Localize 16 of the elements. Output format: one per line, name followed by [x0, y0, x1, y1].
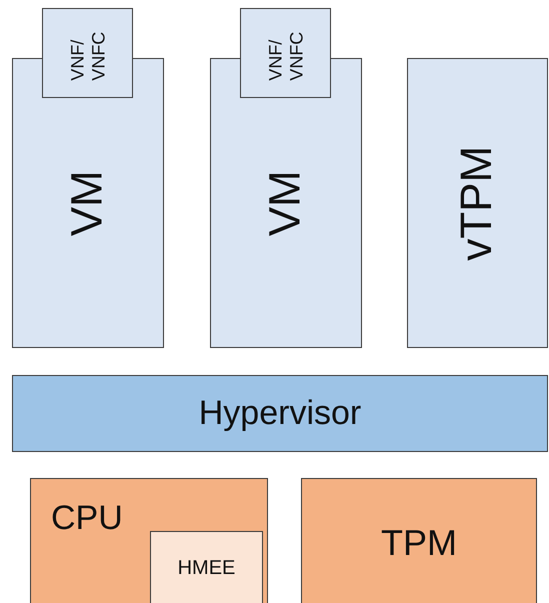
- hmee-box: [150, 531, 263, 603]
- box-label: Hypervisor: [198, 394, 362, 434]
- box-label: VM: [62, 170, 113, 236]
- hardware-box: [30, 478, 268, 603]
- vnf-box: [42, 8, 133, 98]
- vm-box: [407, 58, 548, 348]
- hardware-box: [301, 478, 537, 603]
- box-label: VNF/ VNFC: [66, 31, 108, 81]
- box-label: TPM: [381, 522, 457, 564]
- box-label: HMEE: [178, 557, 236, 580]
- box-label: VNF/ VNFC: [264, 31, 306, 81]
- box-label: vTPM: [452, 146, 502, 260]
- box-label: CPU: [51, 499, 123, 538]
- vnf-box: [240, 8, 331, 98]
- hypervisor-bar: [12, 375, 548, 452]
- box-label: VM: [260, 170, 311, 236]
